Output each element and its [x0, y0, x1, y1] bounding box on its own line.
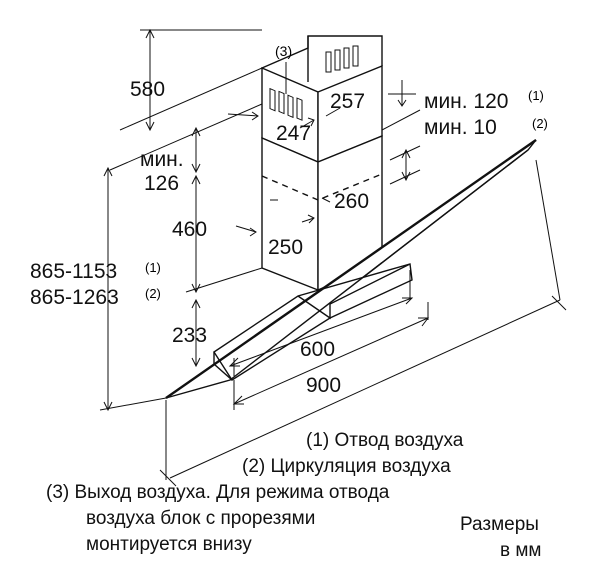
legend-line-1: (1) Отвод воздуха [306, 430, 464, 451]
legend: (1) Отвод воздуха (2) Циркуляция воздуха… [46, 430, 542, 561]
units-line-1: Размеры [460, 514, 539, 535]
label-min-10: мин. 10 [424, 116, 497, 139]
dim-600: 600 [300, 338, 335, 361]
dim-126: 126 [144, 172, 179, 195]
ref-2-b: (2) [532, 116, 548, 131]
label-min: мин. [140, 148, 184, 171]
legend-line-3: (3) Выход воздуха. Для режима отвода [46, 482, 390, 503]
legend-line-5: монтируется внизу [86, 534, 252, 555]
dim-580: 580 [130, 78, 165, 101]
legend-line-2: (2) Циркуляция воздуха [242, 456, 451, 477]
ref-1-a: (1) [145, 260, 161, 275]
vent-slots-back [325, 45, 359, 73]
dim-247: 247 [276, 122, 311, 145]
ref-3-marker: (3) [275, 43, 292, 59]
ref-1-b: (1) [528, 88, 544, 103]
units-line-2: в мм [500, 540, 542, 561]
hood-canopy [165, 139, 537, 399]
dim-257: 257 [330, 90, 365, 113]
dim-250: 250 [268, 236, 303, 259]
ref-2-a: (2) [145, 286, 161, 301]
legend-line-4: воздуха блок с прорезями [86, 508, 315, 529]
dimension-lines [99, 28, 567, 487]
dim-460: 460 [172, 218, 207, 241]
vent-slots-front [269, 87, 303, 121]
dim-900: 900 [306, 374, 341, 397]
dim-233: 233 [172, 324, 207, 347]
upper-chimney [261, 35, 383, 164]
label-min-120: мин. 120 [424, 90, 508, 113]
dim-260: 260 [334, 190, 369, 213]
dim-865-1263: 865-1263 [30, 286, 119, 309]
dim-865-1153: 865-1153 [30, 260, 117, 283]
dimension-labels: 580 257 247 мин. 126 460 260 250 865-115… [30, 43, 548, 397]
